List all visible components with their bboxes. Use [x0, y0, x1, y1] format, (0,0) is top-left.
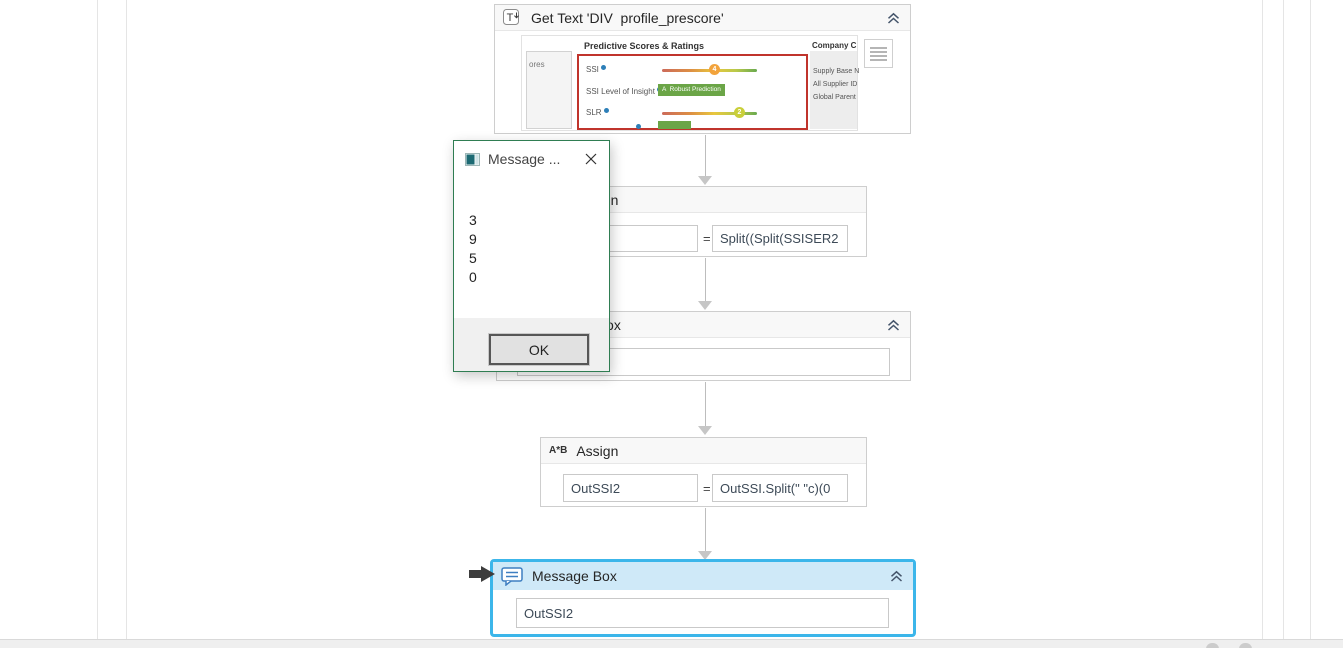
company-panel-title: Company C — [812, 41, 857, 50]
statusbar-icon[interactable] — [1206, 643, 1219, 648]
slr-slider — [662, 112, 757, 115]
dialog-titlebar[interactable]: Message ... — [454, 141, 609, 177]
dialog-line: 0 — [469, 269, 477, 285]
help-icon — [600, 65, 606, 70]
insertion-marker-icon — [469, 566, 495, 582]
msgbox2-text-field[interactable]: OutSSI2 — [516, 598, 889, 628]
slr-label: SLR — [586, 108, 609, 117]
assign1-equals: = — [703, 231, 711, 246]
flow-arrow-line — [705, 382, 706, 426]
activity-get-text[interactable]: T Get Text 'DIV profile_prescore' ores P… — [494, 4, 911, 134]
flow-arrow-head — [698, 426, 712, 435]
company-panel: Supply Base N All Supplier ID Global Par… — [810, 51, 860, 129]
assign2-header: A*B Assign — [541, 438, 866, 464]
activity-assign-2[interactable]: A*B Assign OutSSI2 = OutSSI.Split(" "c)(… — [540, 437, 867, 507]
panel-divider-line — [126, 0, 127, 639]
slr-slider-marker: 2 — [734, 107, 745, 118]
flow-arrow-head — [698, 551, 712, 560]
assign2-title: Assign — [576, 442, 619, 459]
ssi-label: SSI — [586, 65, 606, 74]
flow-arrow-line — [705, 508, 706, 551]
msgbox2-header: Message Box — [493, 562, 913, 590]
dialog-line: 5 — [469, 250, 477, 266]
panel-divider-line — [97, 0, 98, 639]
assign1-value-field[interactable]: Split((Split(SSISER2 — [712, 225, 848, 252]
get-text-icon: T — [503, 9, 519, 25]
flow-arrow-line — [705, 135, 706, 177]
dialog-message-text: 3 9 5 0 — [469, 211, 477, 287]
flow-arrow-line — [705, 258, 706, 301]
insight-badge: A Robust Prediction — [658, 84, 725, 96]
get-text-title: Get Text 'DIV profile_prescore' — [531, 9, 724, 26]
thumbnail-sidebar: ores — [526, 51, 572, 129]
panel-divider-line — [1310, 0, 1311, 639]
get-text-header: T Get Text 'DIV profile_prescore' — [495, 5, 910, 31]
collapse-chevron-icon[interactable] — [886, 12, 901, 25]
panel-divider-line — [1283, 0, 1284, 639]
msgbox2-title: Message Box — [532, 568, 617, 584]
company-line: All Supplier ID — [813, 81, 858, 88]
help-icon — [603, 108, 609, 113]
status-bar — [0, 639, 1343, 648]
collapse-chevron-icon[interactable] — [889, 570, 904, 583]
assign2-value-field[interactable]: OutSSI.Split(" "c)(0 — [712, 474, 848, 502]
insight-label: SSI Level of Insight — [586, 87, 662, 96]
panel-divider-line — [1262, 0, 1263, 639]
flow-arrow-head — [698, 176, 712, 185]
activity-menu-button[interactable] — [864, 39, 893, 68]
company-line: Global Parent — [813, 94, 856, 101]
statusbar-icon[interactable] — [1239, 643, 1252, 648]
thumbnail-panel-title: Predictive Scores & Ratings — [584, 41, 705, 51]
collapse-chevron-icon[interactable] — [886, 319, 901, 332]
dialog-title: Message ... — [488, 151, 561, 167]
message-box-icon — [501, 566, 523, 586]
partial-badge — [658, 121, 691, 129]
assign2-to-field[interactable]: OutSSI2 — [563, 474, 698, 502]
target-highlight-frame: SSI 4 SSI Level of Insight A Robust Pred… — [577, 54, 808, 130]
svg-text:T: T — [507, 12, 514, 24]
window-icon — [465, 152, 480, 166]
flow-arrow-head — [698, 301, 712, 310]
ok-button[interactable]: OK — [489, 334, 589, 365]
help-icon — [636, 124, 641, 129]
assign-icon: A*B — [549, 445, 568, 456]
dialog-line: 9 — [469, 231, 477, 247]
target-screenshot-thumbnail[interactable]: ores Predictive Scores & Ratings SSI 4 S… — [521, 35, 860, 131]
ssi-slider-marker: 4 — [709, 64, 720, 75]
close-icon[interactable] — [584, 152, 598, 166]
dialog-line: 3 — [469, 212, 477, 228]
message-dialog: Message ... 3 9 5 0 OK — [453, 140, 610, 372]
company-line: Supply Base N — [813, 68, 860, 75]
activity-message-box-2-selected[interactable]: Message Box OutSSI2 — [490, 559, 916, 637]
assign2-equals: = — [703, 481, 711, 496]
thumbnail-sidebar-label: ores — [529, 60, 545, 69]
